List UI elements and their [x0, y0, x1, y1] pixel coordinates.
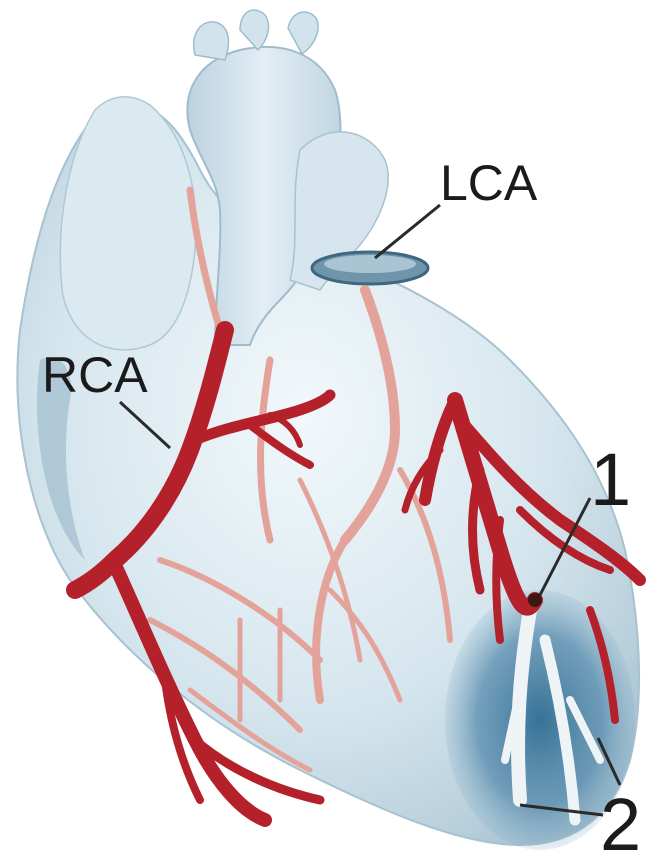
lca-leader-line: [375, 205, 440, 258]
occlusion-point: [528, 593, 542, 607]
marker-2-label: 2: [600, 783, 641, 860]
aortic-branch-2: [240, 10, 269, 50]
marker-1-label: 1: [590, 438, 631, 521]
aortic-branch-1: [194, 22, 229, 60]
aortic-branch-3: [288, 12, 318, 54]
rca-label: RCA: [42, 347, 148, 403]
lca-label: LCA: [440, 155, 538, 211]
